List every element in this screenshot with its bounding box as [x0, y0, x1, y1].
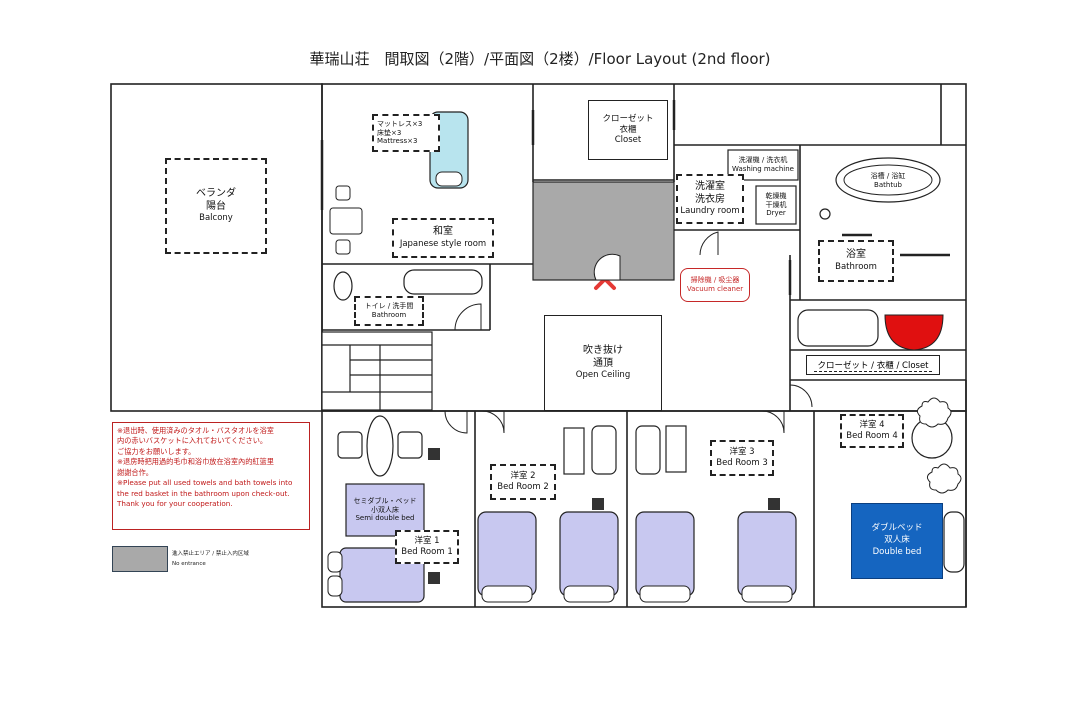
vacuum-label: 掃除機 / 吸尘器 Vacuum cleaner [680, 268, 750, 302]
toilet-label: トイレ / 洗手間 Bathroom [354, 296, 424, 326]
bed-room3-bed-1 [635, 511, 695, 597]
washing-machine-label: 洗濯機 / 洗衣机 Washing machine [732, 156, 794, 173]
bedroom2-label: 洋室 2 Bed Room 2 [490, 464, 556, 500]
bath-sink-icon [797, 309, 879, 347]
towel-notice: ※退出時、使用済みのタオル・バスタオルを浴室 内の赤いバスケットに入れておいてく… [112, 422, 310, 530]
dryer-icon [755, 185, 797, 225]
semi-double-bed [345, 483, 425, 537]
plant-icon [916, 397, 952, 428]
shower-icon [819, 208, 831, 220]
red-basket-icon [884, 314, 944, 351]
bedding-label: マットレス×3 床垫×3 Mattress×3 [372, 114, 440, 152]
japanese-room-label: 和室 Japanese style room [392, 218, 494, 258]
toilet-icon [333, 271, 353, 301]
bathtub-label: 浴槽 / 浴缸 Bathtub [870, 172, 906, 189]
bedroom4-label: 洋室 4 Bed Room 4 [840, 414, 904, 448]
bedroom3-label: 洋室 3 Bed Room 3 [710, 440, 774, 476]
sink-icon [403, 269, 483, 295]
open-ceiling-label: 吹き抜け 通頂 Open Ceiling [544, 315, 662, 411]
stairs [321, 331, 433, 411]
laundry-label: 洗濯室 洗衣房 Laundry room [676, 174, 744, 224]
closet-bar-label: クローゼット / 衣櫃 / Closet [806, 355, 940, 375]
double-bed: ダブルベッド 双人床 Double bed [851, 503, 943, 579]
semi-double-bed-label: セミダブル・ベッド 小双人床 Semi double bed [353, 496, 417, 523]
plan-title: 華瑞山荘 間取図（2階）/平面図（2楼）/Floor Layout (2nd f… [309, 50, 771, 68]
dryer-label: 乾燥機 干燥机 Dryer [765, 191, 787, 218]
bed-room2-bed-1 [477, 511, 537, 597]
balcony-label: ベランダ 陽台 Balcony [165, 158, 267, 254]
no-entry-legend-label: 進入禁止エリア / 禁止入内区域 [172, 551, 249, 557]
bed-room2-bed-2 [559, 511, 619, 597]
bedroom1-label: 洋室 1 Bed Room 1 [395, 530, 459, 564]
bed-room3-bed-2 [737, 511, 797, 597]
no-entry-legend-swatch [112, 546, 168, 572]
bathtub-icon [835, 157, 941, 203]
no-entry-legend-label-en: No entrance [172, 561, 206, 567]
bathroom-label: 浴室 Bathroom [818, 240, 894, 282]
closet-top-label: クローゼット 衣櫃 Closet [588, 100, 668, 160]
